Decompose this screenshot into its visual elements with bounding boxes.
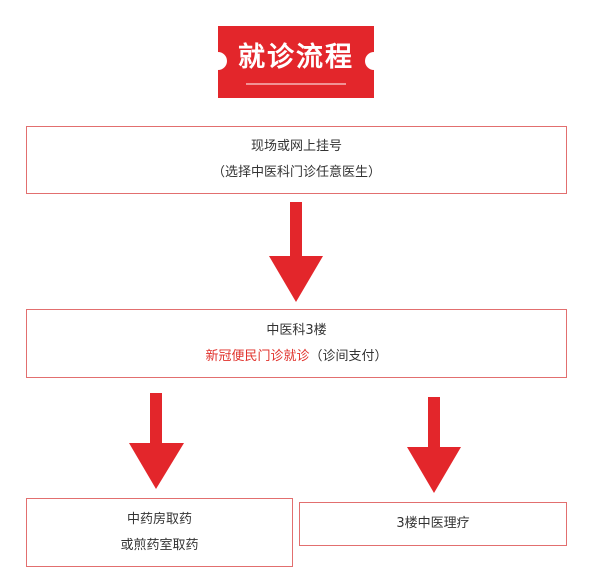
step-tcm-floor3-box: 中医科3楼 新冠便民门诊就诊（诊间支付） bbox=[26, 309, 567, 378]
register-line-1: 现场或网上挂号 bbox=[250, 139, 342, 154]
pharmacy-line-2: 或煎药室取药 bbox=[120, 537, 199, 553]
arrow-down-1 bbox=[269, 202, 323, 302]
title-banner: 就诊流程 bbox=[218, 26, 374, 98]
banner-title: 就诊流程 bbox=[238, 42, 354, 73]
pharmacy-line-1: 中药房取药 bbox=[126, 511, 192, 527]
register-line-2: （选择中医科门诊任意医生） bbox=[211, 165, 381, 180]
tcm-floor3-line-1: 中医科3楼 bbox=[266, 322, 327, 338]
covid-clinic-label: 新冠便民门诊就诊 bbox=[205, 348, 310, 364]
in-clinic-payment-note: （诊间支付） bbox=[309, 348, 388, 364]
ticket-shape bbox=[218, 26, 374, 98]
tcm-floor3-line-2: 新冠便民门诊就诊（诊间支付） bbox=[205, 344, 387, 370]
step-register-box: 现场或网上挂号 （选择中医科门诊任意医生） bbox=[26, 126, 567, 194]
arrow-down-left bbox=[129, 393, 184, 489]
step-therapy-box: 3楼中医理疗 bbox=[299, 502, 567, 546]
step-pharmacy-box: 中药房取药 或煎药室取药 bbox=[26, 498, 293, 567]
therapy-line-1: 3楼中医理疗 bbox=[396, 516, 470, 531]
arrow-down-right bbox=[407, 397, 461, 493]
